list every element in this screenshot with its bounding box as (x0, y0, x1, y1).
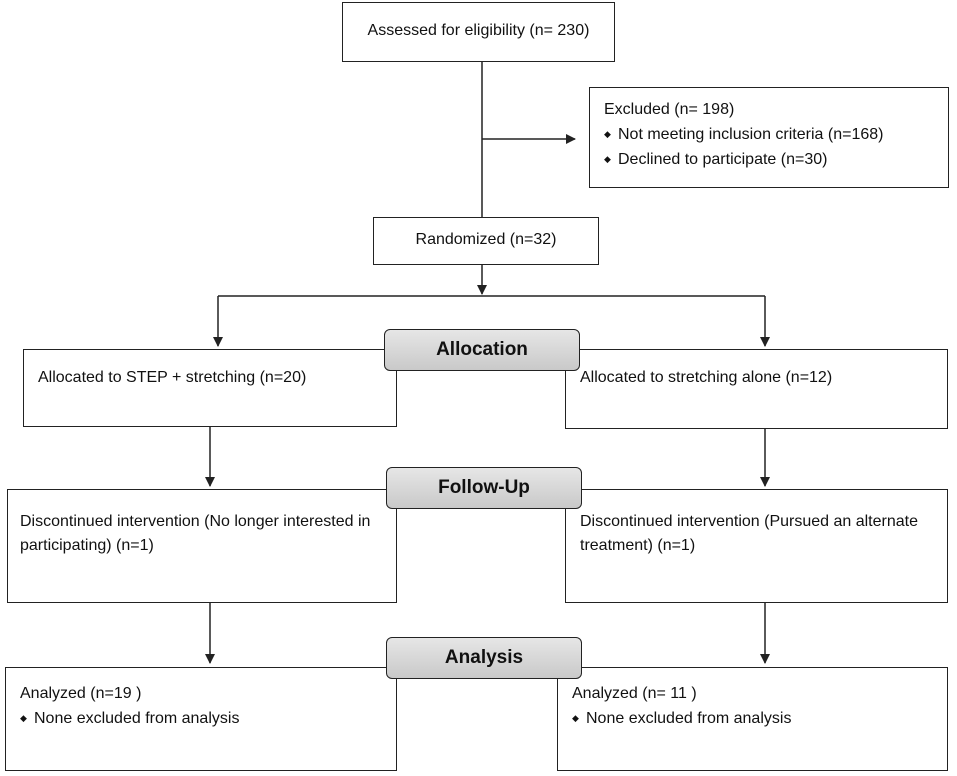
diamond-bullet-icon: ◆ (604, 154, 611, 164)
analysis-stage-label: Analysis (386, 637, 582, 679)
randomized-text: Randomized (n=32) (415, 231, 557, 248)
right-analyzed-box: Analyzed (n= 11 ) ◆None excluded from an… (557, 667, 948, 771)
excluded-bullet-2: ◆Declined to participate (n=30) (604, 147, 948, 172)
excluded-box: Excluded (n= 198) ◆Not meeting inclusion… (589, 87, 949, 188)
left-followup-box: Discontinued intervention (No longer int… (7, 489, 397, 603)
right-analyzed-bullet: ◆None excluded from analysis (572, 706, 947, 731)
assessed-text: Assessed for eligibility (n= 230) (367, 22, 590, 39)
left-analyzed-title: Analyzed (n=19 ) (20, 685, 142, 702)
right-followup-text: Discontinued intervention (Pursued an al… (580, 513, 918, 554)
left-allocated-box: Allocated to STEP + stretching (n=20) (23, 349, 397, 427)
diamond-bullet-icon: ◆ (20, 713, 27, 723)
left-followup-text: Discontinued intervention (No longer int… (20, 513, 371, 554)
right-analyzed-title: Analyzed (n= 11 ) (572, 685, 697, 702)
left-analyzed-bullet: ◆None excluded from analysis (20, 706, 396, 731)
diamond-bullet-icon: ◆ (572, 713, 579, 723)
excluded-title: Excluded (n= 198) (604, 101, 735, 118)
right-allocated-text: Allocated to stretching alone (n=12) (580, 369, 833, 386)
assessed-box: Assessed for eligibility (n= 230) (342, 2, 615, 62)
diamond-bullet-icon: ◆ (604, 129, 611, 139)
right-allocated-box: Allocated to stretching alone (n=12) (565, 349, 948, 429)
left-analyzed-box: Analyzed (n=19 ) ◆None excluded from ana… (5, 667, 397, 771)
allocation-stage-label: Allocation (384, 329, 580, 371)
left-allocated-text: Allocated to STEP + stretching (n=20) (38, 369, 307, 386)
right-followup-box: Discontinued intervention (Pursued an al… (565, 489, 948, 603)
excluded-bullet-1: ◆Not meeting inclusion criteria (n=168) (604, 122, 948, 147)
randomized-box: Randomized (n=32) (373, 217, 599, 265)
followup-stage-label: Follow-Up (386, 467, 582, 509)
